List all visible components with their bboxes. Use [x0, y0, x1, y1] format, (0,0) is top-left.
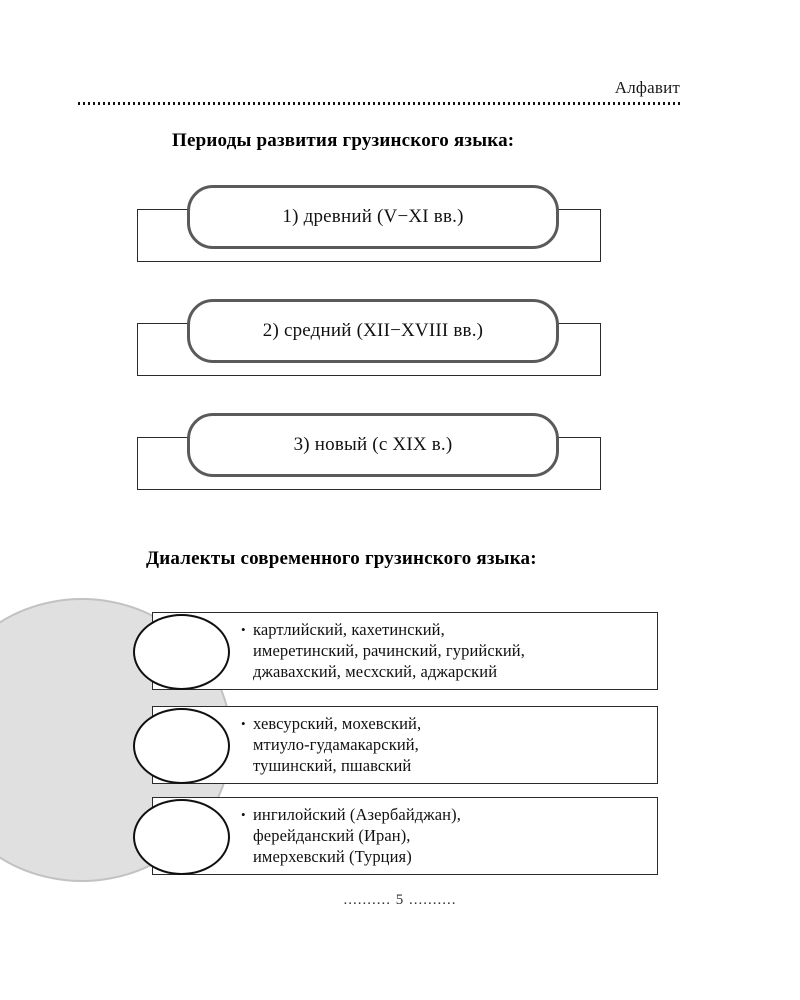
period-pill: 3) новый (с XIX в.) [187, 413, 559, 477]
dialect-text-line: ферейданский (Иран), [253, 826, 411, 845]
dialect-text: • картлийский, кахетинский, имеретинский… [241, 619, 648, 682]
header-dotted-rule [78, 102, 680, 105]
dialect-text-line: имерхевский (Турция) [253, 847, 412, 866]
dialect-circle-marker [133, 708, 230, 784]
dialect-circle-marker [133, 799, 230, 875]
dialect-text: • хевсурский, мохевский, мтиуло-гудамака… [241, 713, 648, 776]
dialect-text: • ингилойский (Азербайджан), ферейдански… [241, 804, 648, 867]
period-pill: 1) древний (V−XI вв.) [187, 185, 559, 249]
dialect-text-line: ингилойский (Азербайджан), [253, 805, 461, 824]
dialect-circle-marker [133, 614, 230, 690]
dialect-text-line: хевсурский, мохевский, [253, 714, 422, 733]
periods-section-title: Периоды развития грузинского языка: [172, 130, 515, 151]
dialect-row: • ингилойский (Азербайджан), ферейдански… [0, 787, 800, 879]
period-pill: 2) средний (XII−XVIII вв.) [187, 299, 559, 363]
period-label: 2) средний (XII−XVIII вв.) [262, 320, 484, 341]
dialect-text-line: тушинский, пшавский [253, 756, 412, 775]
bullet-icon: • [241, 622, 246, 637]
period-row: 2) средний (XII−XVIII вв.) [0, 296, 800, 396]
dialect-text-line: имеретинский, рачинский, гурийский, [253, 641, 525, 660]
period-label: 3) новый (с XIX в.) [293, 434, 453, 455]
bullet-icon: • [241, 716, 246, 731]
period-label: 1) древний (V−XI вв.) [282, 206, 464, 227]
running-head: Алфавит [614, 78, 680, 97]
bullet-icon: • [241, 807, 246, 822]
period-row: 1) древний (V−XI вв.) [0, 182, 800, 282]
dialects-section-title: Диалекты современного грузинского языка: [146, 548, 537, 569]
dialect-text-line: картлийский, кахетинский, [253, 620, 445, 639]
dialect-box [152, 797, 658, 875]
period-row: 3) новый (с XIX в.) [0, 410, 800, 510]
dialect-box [152, 612, 658, 690]
dialects-diagram: • картлийский, кахетинский, имеретинский… [0, 596, 800, 884]
dialect-box [152, 706, 658, 784]
dialect-row: • хевсурский, мохевский, мтиуло-гудамака… [0, 696, 800, 788]
page-footer: .......... 5 .......... [343, 892, 457, 908]
dialect-text-line: джавахский, месхский, аджарский [253, 662, 498, 681]
dialect-text-line: мтиуло-гудамакарский, [253, 735, 419, 754]
dialect-row: • картлийский, кахетинский, имеретинский… [0, 602, 800, 694]
